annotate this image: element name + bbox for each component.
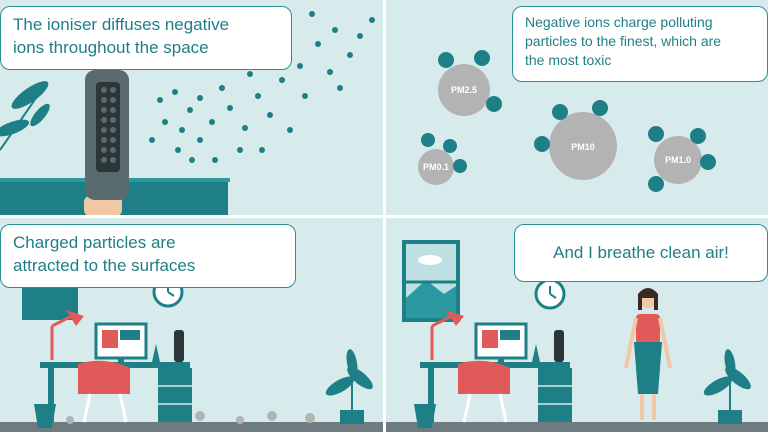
desk-plant-icon — [532, 344, 540, 362]
particle-pm1-0: PM1.0 — [648, 126, 716, 192]
plant-leaves — [0, 81, 50, 151]
particle-pm2-5: PM2.5 — [438, 50, 502, 116]
panel-4-illustration — [386, 240, 768, 432]
caption-line: The ioniser diffuses negative — [13, 15, 230, 34]
particle-label: PM2.5 — [451, 85, 477, 95]
caption-line: ions throughout the space — [13, 38, 209, 57]
particle-label: PM1.0 — [665, 155, 691, 165]
caption-line: the most toxic — [525, 52, 612, 68]
computer-monitor — [94, 322, 148, 363]
caption-bubble-2: Negative ions charge polluting particles… — [512, 6, 768, 82]
office-chair — [458, 360, 510, 423]
ioniser-device — [174, 330, 184, 362]
ioniser-device — [85, 70, 129, 200]
panel-1-illustration — [0, 11, 375, 215]
waste-bin — [414, 404, 436, 428]
panel-ioniser-diffuses: The ioniser diffuses negative ions throu… — [0, 0, 383, 215]
caption-line: particles to the finest, which are — [525, 33, 722, 49]
panel-charged-particles: Charged particles are attracted to the s… — [0, 218, 383, 432]
caption-line: Charged particles are — [13, 233, 176, 252]
desk-lamp — [430, 310, 464, 360]
computer-monitor — [474, 322, 528, 363]
panel-clean-air: And I breathe clean air! — [386, 218, 768, 432]
caption-bubble-3: Charged particles are attracted to the s… — [0, 224, 296, 288]
desk-lamp — [50, 310, 84, 360]
particle-pm10: PM10 — [534, 100, 617, 180]
ioniser-device — [554, 330, 564, 362]
caption-line: attracted to the surfaces — [13, 256, 196, 275]
panel-negative-ions-charge: PM2.5 PM10 PM0.1 PM1.0 — [386, 0, 768, 215]
potted-plant — [703, 349, 751, 424]
caption-line: And I breathe clean air! — [553, 243, 729, 262]
panel-3-illustration — [0, 276, 383, 432]
office-chair — [78, 360, 130, 423]
hand — [84, 196, 122, 215]
particle-pm0-1: PM0.1 — [418, 133, 467, 185]
particle-label: PM0.1 — [423, 162, 449, 172]
caption-line: Negative ions charge polluting — [525, 14, 713, 30]
waste-bin — [34, 404, 56, 428]
wall-clock-icon — [534, 278, 566, 310]
caption-bubble-4: And I breathe clean air! — [514, 224, 768, 282]
particle-label: PM10 — [571, 142, 595, 152]
negative-ions — [149, 11, 375, 163]
window — [402, 240, 460, 322]
panel-2-illustration: PM2.5 PM10 PM0.1 PM1.0 — [418, 50, 716, 192]
fallen-particles — [66, 411, 315, 424]
potted-plant — [325, 349, 373, 424]
woman-figure — [624, 288, 672, 420]
caption-bubble-1: The ioniser diffuses negative ions throu… — [0, 6, 292, 70]
desk-plant-icon — [152, 344, 160, 362]
